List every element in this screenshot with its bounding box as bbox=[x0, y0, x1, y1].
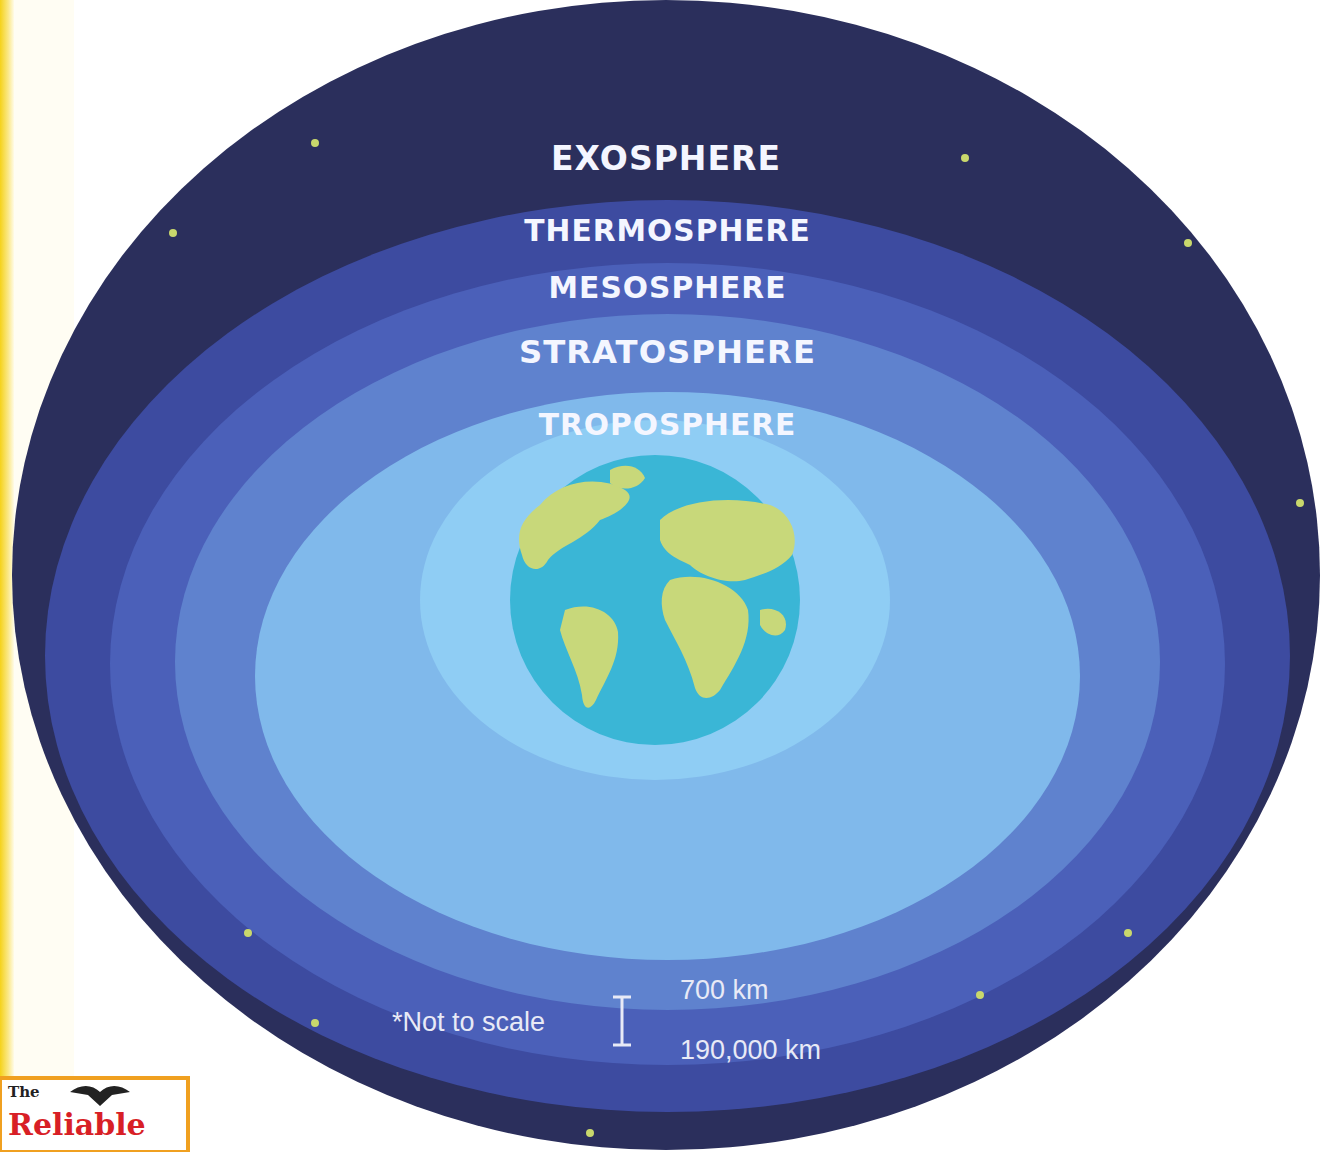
logo-text: Reliable bbox=[8, 1107, 146, 1142]
scale-value: 190,000 km bbox=[680, 1035, 821, 1066]
earth-ocean bbox=[510, 455, 800, 745]
logo-text: The bbox=[8, 1083, 40, 1101]
logo-box bbox=[0, 1078, 188, 1152]
inner-air bbox=[420, 420, 890, 780]
layer-name: STRATOSPHERE bbox=[175, 333, 1160, 371]
layer-name: TROPOSPHERE bbox=[255, 407, 1080, 442]
layer-name: EXOSPHERE bbox=[12, 139, 1320, 178]
continents bbox=[519, 466, 795, 708]
scale-note: *Not to scale bbox=[392, 1007, 545, 1038]
scale-value: 700 km bbox=[680, 975, 769, 1006]
scale-bar bbox=[613, 997, 631, 1045]
layer-name: MESOSPHERE bbox=[110, 270, 1225, 305]
layer-name: THERMOSPHERE bbox=[45, 213, 1290, 248]
stars bbox=[169, 139, 1304, 1137]
